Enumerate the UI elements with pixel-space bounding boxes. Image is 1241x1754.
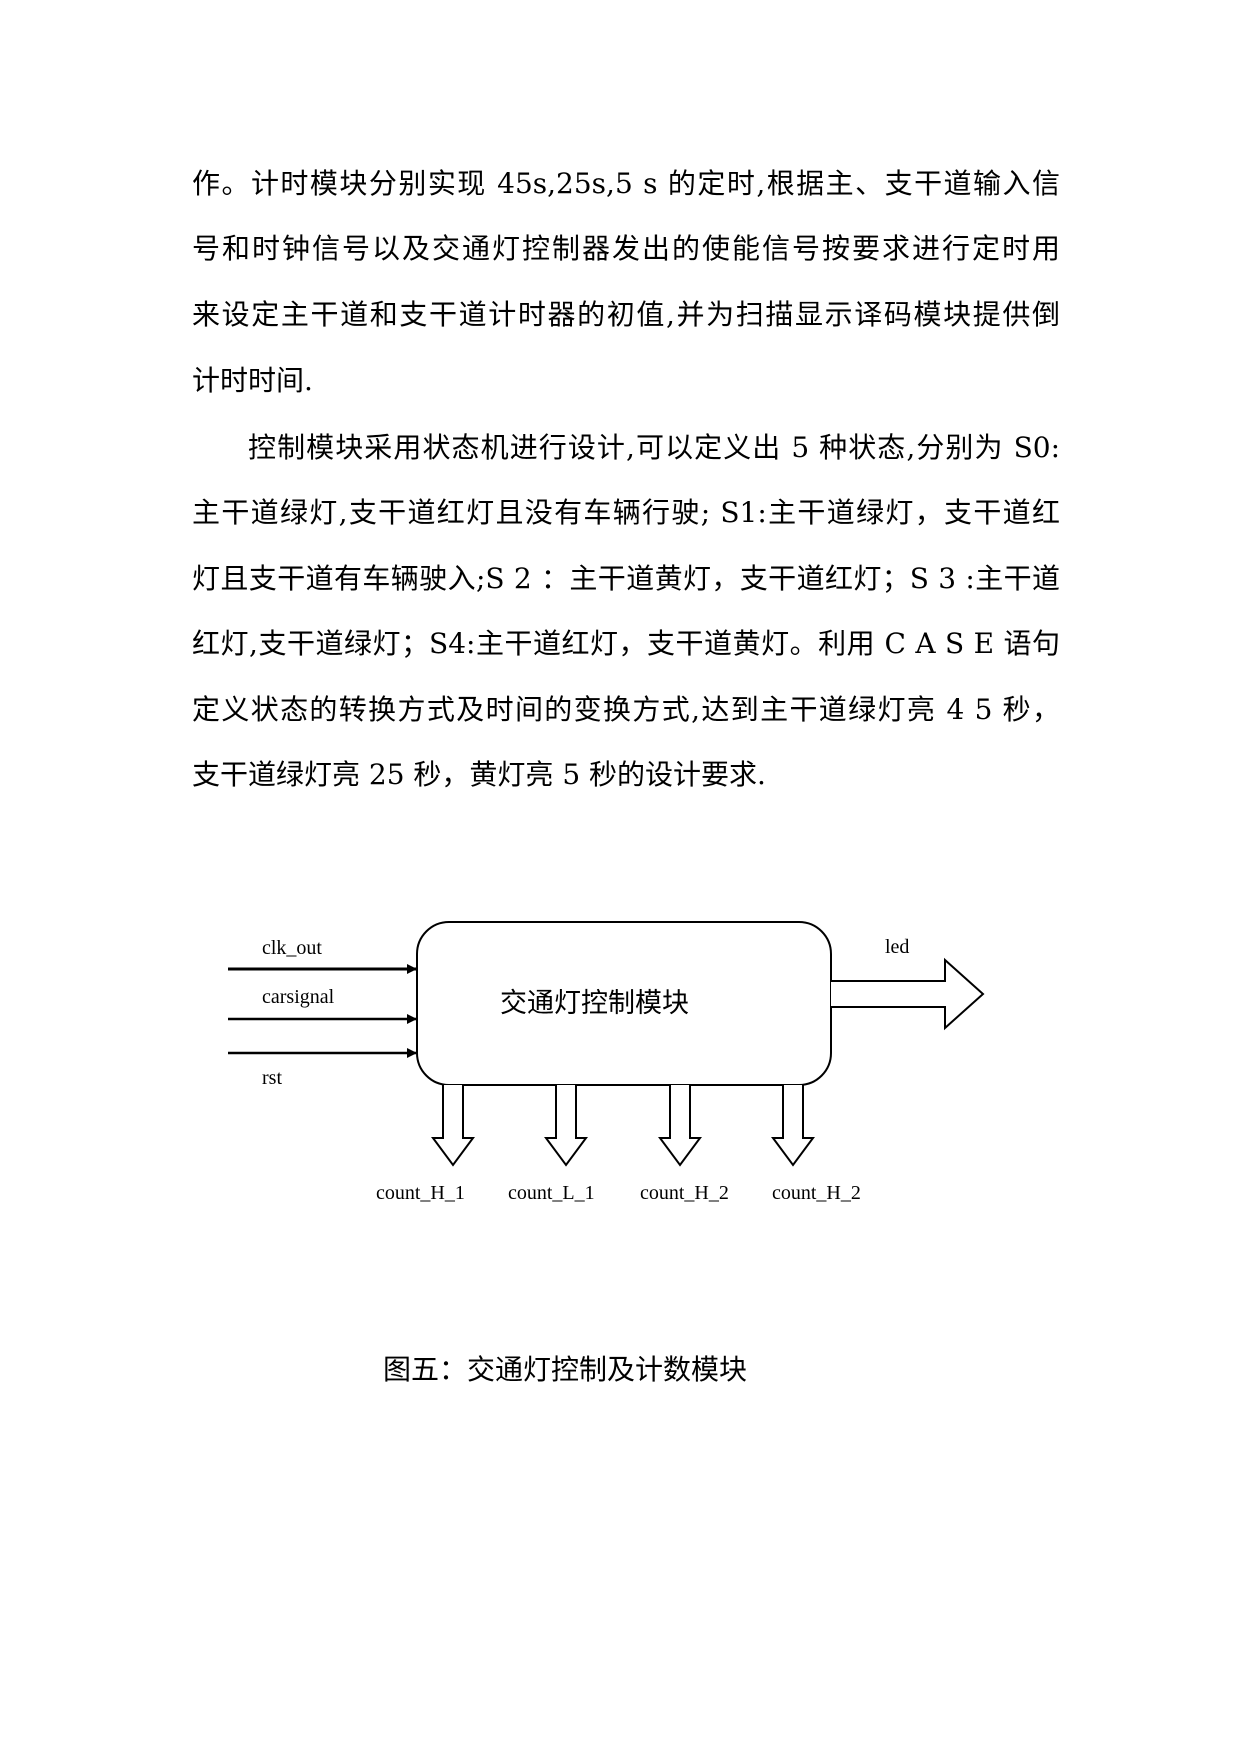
text-line: 作。计时模块分别实现 45s,25s,5 s 的定时,根据主、支干道输入信: [192, 167, 1060, 200]
text-line: 计时时间.: [192, 364, 313, 397]
text-line: 主干道绿灯,支干道红灯且没有车辆行驶; S1:主干道绿灯，支干道红: [192, 496, 1060, 529]
output-label-count: count_H_2: [640, 1182, 729, 1204]
text-line: 灯且支干道有车辆驶入;S 2 ：主干道黄灯，支干道红灯；S 3 :主干道: [192, 562, 1060, 595]
output-label-count: count_H_1: [376, 1182, 465, 1204]
text-line: 来设定主干道和支干道计时器的初值,并为扫描显示译码模块提供倒: [192, 298, 1060, 331]
output-label-count: count_H_2: [772, 1182, 861, 1204]
text-line: 红灯,支干道绿灯；S4:主干道红灯，支干道黄灯。利用 C A S E 语句: [192, 627, 1060, 660]
text-line: 定义状态的转换方式及时间的变换方式,达到主干道绿灯亮 4 5 秒，: [192, 693, 1060, 726]
input-label-rst: rst: [262, 1067, 282, 1089]
output-arrow-count: [658, 1085, 702, 1167]
output-arrow-led: [831, 957, 985, 1031]
text-line: 支干道绿灯亮 25 秒，黄灯亮 5 秒的设计要求.: [192, 758, 766, 791]
output-arrow-count: [771, 1085, 815, 1167]
input-label-carsignal: carsignal: [262, 986, 335, 1008]
output-arrow-count: [544, 1085, 588, 1167]
module-label: 交通灯控制模块: [500, 988, 689, 1019]
text-line: 号和时钟信号以及交通灯控制器发出的使能信号按要求进行定时用: [192, 232, 1060, 265]
figure-caption: 图五：交通灯控制及计数模块: [383, 1353, 748, 1386]
output-label-led: led: [885, 936, 909, 958]
text-line: 控制模块采用状态机进行设计,可以定义出 5 种状态,分别为 S0:: [248, 431, 1060, 464]
input-label-clk-out: clk_out: [262, 937, 322, 959]
output-arrow-count: [431, 1085, 475, 1167]
block-diagram: 交通灯控制模块 clk_out carsignal rst led count_…: [228, 921, 985, 1204]
output-label-count: count_L_1: [508, 1182, 595, 1204]
